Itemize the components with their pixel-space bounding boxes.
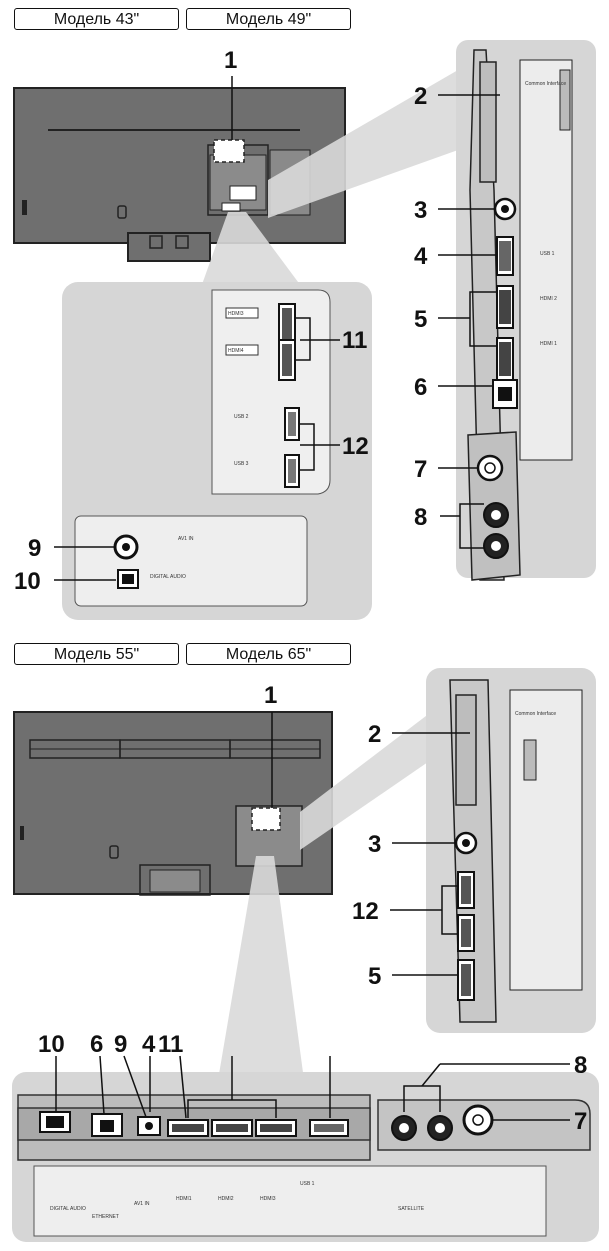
side-label-ci-top: Common Interface — [525, 81, 566, 87]
callout-4-top: 4 — [414, 243, 428, 270]
callout-3-top: 3 — [414, 197, 427, 224]
callout-2-bottom: 2 — [368, 721, 381, 748]
callout-10-top: 10 — [14, 568, 41, 595]
callout-5-bottom: 5 — [368, 963, 381, 990]
callout-4-bottom: 4 — [142, 1031, 156, 1058]
callout-12-bottom: 12 — [352, 898, 379, 925]
callout-1-bottom: 1 — [264, 682, 277, 709]
side-label-usb1-top: USB 1 — [540, 251, 555, 257]
bottom-panel-bottom: DIGITAL AUDIO ETHERNET AV1 IN HDMI1 HDMI… — [12, 1072, 599, 1242]
callout-9-bottom: 9 — [114, 1031, 127, 1058]
callout-12-top: 12 — [342, 433, 369, 460]
callout-9-top: 9 — [28, 535, 41, 562]
lower-label-usb1-bottom: USB 1 — [300, 1181, 315, 1187]
callout-7-top: 7 — [414, 456, 427, 483]
callout-6-top: 6 — [414, 374, 427, 401]
lower-label-hdmi3-top: HDMI3 — [228, 311, 244, 317]
side-panel-top: Common Interface USB 1 HDMI 2 HDMI 1 — [456, 40, 596, 580]
lower-label-digital-top: DIGITAL AUDIO — [150, 574, 186, 580]
callout-10-bottom: 10 — [38, 1031, 65, 1058]
lower-label-hdmi1-bottom: HDMI1 — [176, 1196, 192, 1202]
side-panel-bottom: Common Interface — [426, 668, 596, 1033]
lower-label-hdmi3-bottom: HDMI3 — [260, 1196, 276, 1202]
callout-5-top: 5 — [414, 306, 427, 333]
lower-label-ethernet-bottom: ETHERNET — [92, 1214, 119, 1220]
side-label-hdmi1-top: HDMI 1 — [540, 341, 557, 347]
callout-1-top: 1 — [224, 47, 237, 74]
lower-label-hdmi2-bottom: HDMI2 — [218, 1196, 234, 1202]
callout-8-top: 8 — [414, 504, 427, 531]
lower-label-avin-bottom: AV1 IN — [134, 1201, 150, 1207]
callout-11-top: 11 — [342, 327, 367, 354]
lower-label-avin-top: AV1 IN — [178, 536, 194, 542]
lower-label-digital-bottom: DIGITAL AUDIO — [50, 1206, 86, 1212]
callout-8-bottom: 8 — [574, 1052, 587, 1079]
bottom-panel-top: HDMI3 HDMI4 USB 2 USB 3 AV1 IN DIGITAL A… — [62, 282, 372, 620]
callout-2-top: 2 — [414, 83, 427, 110]
callout-3-bottom: 3 — [368, 831, 381, 858]
callout-11-bottom: 11 — [158, 1031, 183, 1058]
callout-7-bottom: 7 — [574, 1108, 587, 1135]
tv-back-bottom — [14, 712, 332, 895]
callout-6-bottom: 6 — [90, 1031, 103, 1058]
lower-label-hdmi4-top: HDMI4 — [228, 348, 244, 354]
lower-label-usb2-top: USB 2 — [234, 414, 249, 420]
side-label-ci-bottom: Common Interface — [515, 711, 556, 717]
side-label-hdmi2-top: HDMI 2 — [540, 296, 557, 302]
lower-label-satellite-bottom: SATELLITE — [398, 1206, 425, 1212]
lower-label-usb3-top: USB 3 — [234, 461, 249, 467]
